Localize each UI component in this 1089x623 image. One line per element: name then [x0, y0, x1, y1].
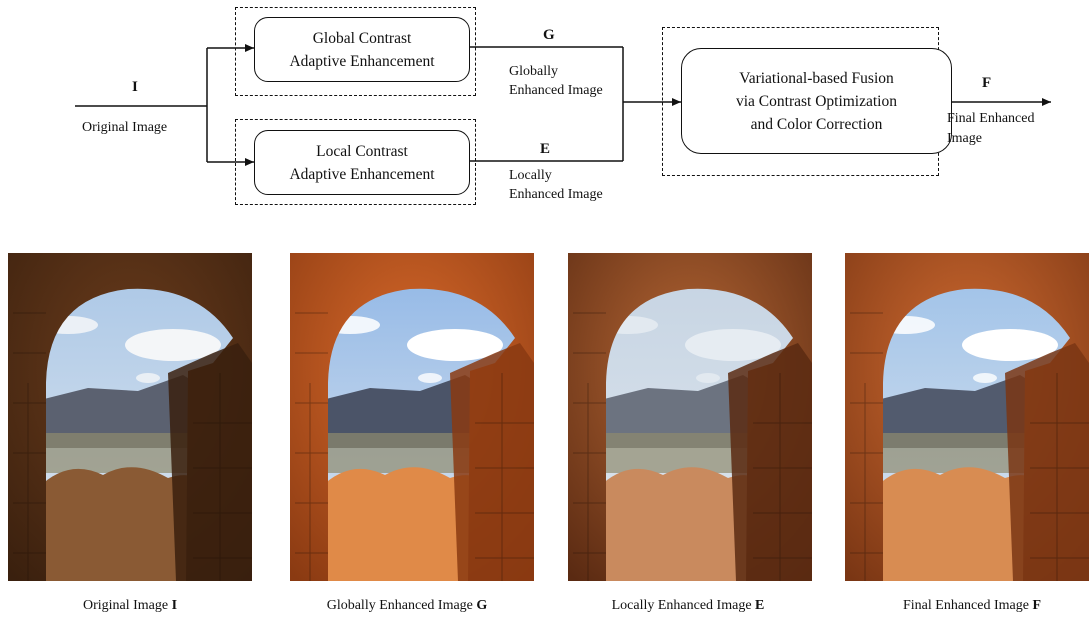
- caption-original-text: Original Image: [82, 598, 169, 613]
- local-output-symbol: E: [540, 141, 551, 157]
- final-output-label-line1: Final Enhanced: [947, 111, 1035, 126]
- caption-local-text: Locally Enhanced Image: [611, 598, 752, 613]
- global-output-label-line2: Enhanced Image: [509, 83, 603, 98]
- fusion-block: Variational-based Fusion via Contrast Op…: [681, 48, 952, 154]
- global-output-label-line1: Globally: [509, 64, 558, 79]
- local-output-label-line2: Enhanced Image: [509, 187, 603, 202]
- diagram-connectors: [75, 44, 1051, 166]
- global-block-line2: Adaptive Enhancement: [289, 52, 435, 70]
- caption-global: Globally Enhanced Image G: [272, 598, 542, 614]
- fusion-block-line3: and Color Correction: [750, 115, 883, 133]
- caption-global-symbol: G: [476, 598, 488, 613]
- local-block-line1: Local Contrast: [316, 142, 408, 160]
- input-label: Original Image: [82, 120, 168, 135]
- final-output-label-line2: Image: [947, 131, 982, 146]
- fusion-block-line1: Variational-based Fusion: [739, 69, 894, 87]
- local-block-frame: [235, 119, 476, 205]
- local-output-label-line1: Locally: [509, 168, 552, 183]
- global-block-frame: [235, 7, 476, 96]
- caption-local-symbol: E: [755, 598, 765, 613]
- final-output-symbol: F: [982, 75, 992, 91]
- photo-final: [845, 253, 1089, 581]
- photo-local: [568, 253, 812, 581]
- caption-final-text: Final Enhanced Image: [902, 598, 1029, 613]
- caption-final-symbol: F: [1032, 598, 1041, 613]
- global-contrast-block: Global Contrast Adaptive Enhancement: [254, 17, 470, 82]
- fusion-block-line2: via Contrast Optimization: [735, 92, 897, 110]
- local-block-line2: Adaptive Enhancement: [289, 165, 435, 183]
- photo-original: [8, 253, 252, 581]
- caption-local: Locally Enhanced Image E: [553, 598, 823, 614]
- caption-original: Original Image I: [0, 598, 265, 614]
- photo-global: [290, 253, 534, 581]
- caption-final: Final Enhanced Image F: [837, 598, 1089, 614]
- local-contrast-block: Local Contrast Adaptive Enhancement: [254, 130, 470, 195]
- global-output-symbol: G: [543, 27, 555, 43]
- input-symbol: I: [132, 79, 138, 95]
- global-block-line1: Global Contrast: [312, 29, 412, 47]
- caption-original-symbol: I: [171, 598, 178, 613]
- caption-global-text: Globally Enhanced Image: [326, 598, 473, 613]
